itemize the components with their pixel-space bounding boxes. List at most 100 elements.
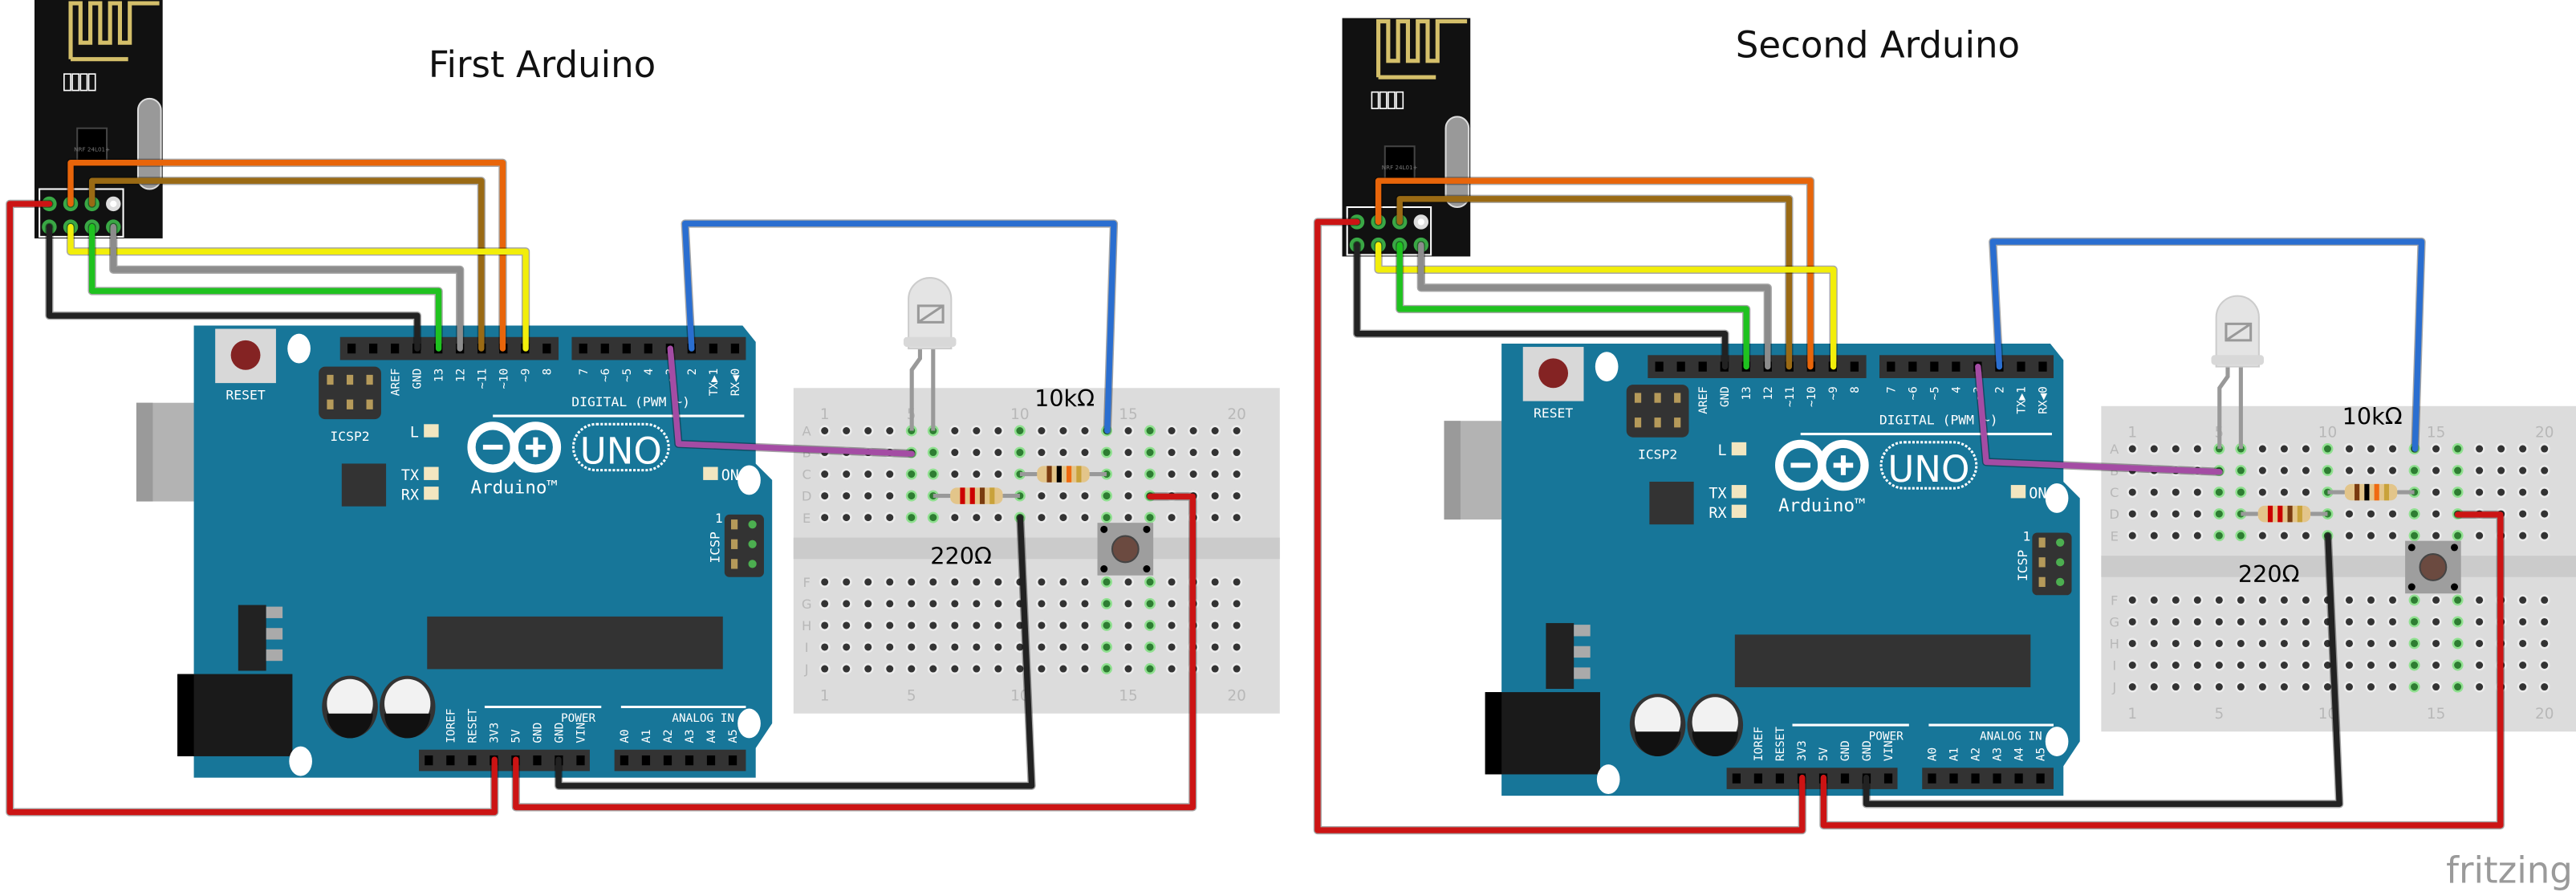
row-label: I: [805, 640, 809, 655]
breadboard-hole: [1038, 600, 1046, 608]
row-label: B: [802, 446, 811, 461]
resistor-band: [2297, 505, 2302, 523]
breadboard-hole: [2541, 488, 2549, 496]
wire-black-gnd-button: [555, 515, 1035, 789]
breadboard-hole: [2432, 445, 2440, 453]
header-pin: [2017, 361, 2025, 372]
breadboard-hole: [929, 665, 937, 673]
wire-black-gnd-nrf: [1354, 242, 1729, 370]
breadboard-hole: [951, 449, 959, 457]
breadboard-hole: [2237, 466, 2245, 474]
breadboard-hole: [1059, 514, 1067, 522]
breadboard-hole: [2280, 661, 2288, 670]
breadboard-hole: [2345, 639, 2353, 647]
header-pin: [1850, 361, 1859, 372]
wire-yellow-pin9: [67, 223, 529, 352]
column-label-top: 20: [2535, 425, 2554, 442]
regulator-pin: [266, 649, 283, 662]
digital-pin-label: 13: [433, 369, 445, 382]
capacitor-stripe: [384, 713, 431, 739]
header-pin: [709, 343, 718, 354]
analog-in-label: ANALOG IN: [1980, 730, 2042, 743]
header-pin: [644, 343, 652, 354]
breadboard-hole: [973, 514, 981, 522]
analog-pin-label: A3: [684, 729, 697, 743]
breadboard-hole: [2128, 617, 2136, 625]
breadboard-hole: [2237, 639, 2245, 647]
row-label: H: [2110, 637, 2119, 652]
breadboard-hole: [2193, 661, 2201, 670]
breadboard-hole: [2541, 531, 2549, 540]
resistor-band: [989, 487, 995, 504]
icsp2-pin: [1674, 393, 1681, 403]
breadboard-hole: [886, 665, 894, 673]
breadboard-hole: [1168, 665, 1176, 673]
regulator-pin: [266, 628, 283, 640]
breadboard-hole: [2302, 488, 2310, 496]
breadboard-hole: [951, 621, 959, 629]
breadboard-hole: [2541, 661, 2549, 670]
breadboard-hole: [1211, 514, 1219, 522]
icsp-pin: [731, 519, 738, 530]
breadboard-hole: [1233, 643, 1241, 651]
breadboard-hole: [2302, 531, 2310, 540]
breadboard-hole: [2237, 596, 2245, 604]
wire-orange-pin10: [67, 160, 506, 352]
plus-icon-vertical: [533, 437, 538, 458]
breadboard-hole: [1016, 621, 1024, 629]
column-label-bottom: 5: [907, 687, 916, 704]
wire-blue-pin2: [1989, 238, 2425, 452]
breadboard-hole: [1081, 643, 1089, 651]
breadboard-hole: [2323, 661, 2331, 670]
minus-icon: [482, 444, 503, 450]
power-jack-edge: [1485, 692, 1502, 775]
breadboard-hole: [2497, 488, 2505, 496]
breadboard-hole: [1211, 578, 1219, 586]
power-pin-label: 3V3: [1796, 740, 1809, 761]
breadboard-hole: [2519, 466, 2527, 474]
breadboard-hole: [994, 578, 1002, 586]
breadboard-hole: [821, 665, 829, 673]
breadboard-hole: [821, 470, 829, 479]
smd-pad: [1388, 91, 1396, 109]
breadboard-hole: [843, 621, 851, 629]
led-on-indicator: [703, 466, 718, 480]
analog-pin-label: A4: [2013, 747, 2026, 761]
breadboard-hole: [886, 621, 894, 629]
breadboard-hole: [951, 643, 959, 651]
breadboard-hole: [1103, 600, 1111, 608]
breadboard-hole: [951, 470, 959, 479]
breadboard-hole: [2411, 683, 2419, 691]
resistor-220-label: 220Ω: [930, 542, 992, 569]
breadboard-hole: [843, 426, 851, 435]
breadboard-hole: [2150, 596, 2158, 604]
breadboard-hole: [843, 600, 851, 608]
voltage-regulator: [1546, 623, 1574, 689]
led-l-label: L: [410, 425, 419, 442]
breadboard-hole: [864, 514, 872, 522]
header-pin: [347, 343, 356, 354]
breadboard-hole: [1038, 578, 1046, 586]
arduino-brand-label: Arduino™: [471, 477, 558, 498]
breadboard-hole: [2411, 510, 2419, 518]
led-tx-label: TX: [1709, 485, 1726, 502]
analog-pin-label: A2: [662, 729, 675, 743]
breadboard-hole: [994, 426, 1002, 435]
analog-pin-label: A0: [1927, 747, 1940, 761]
resistor-10k-label: 10kΩ: [2342, 402, 2403, 430]
breadboard-hole: [1103, 621, 1111, 629]
power-pin-label: IOREF: [1753, 727, 1765, 761]
breadboard-hole: [2172, 596, 2180, 604]
breadboard-hole: [1081, 449, 1089, 457]
breadboard-hole: [2172, 683, 2180, 691]
usb-port-edge: [1444, 421, 1461, 520]
breadboard-hole: [1059, 426, 1067, 435]
mounting-hole: [2045, 483, 2069, 513]
breadboard-hole: [2432, 661, 2440, 670]
led: [2211, 295, 2265, 450]
breadboard-hole: [2454, 531, 2462, 540]
breadboard-hole: [2172, 445, 2180, 453]
breadboard-hole: [2476, 466, 2484, 474]
breadboard-hole: [821, 643, 829, 651]
breadboard-hole: [2454, 488, 2462, 496]
